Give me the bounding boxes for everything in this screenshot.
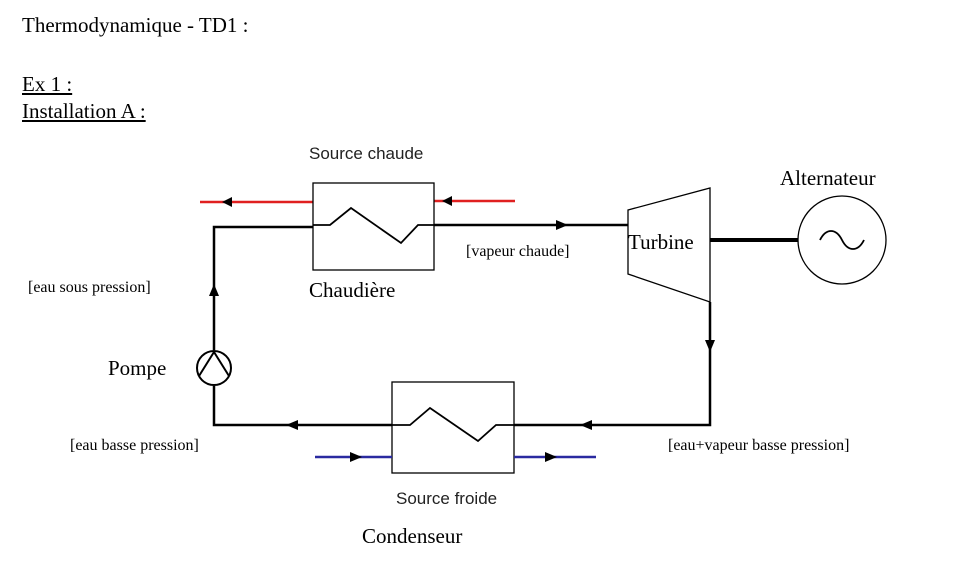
label-vapeur-chaude: [vapeur chaude] xyxy=(466,243,570,260)
condenser-exchanger xyxy=(391,381,515,474)
label-source-chaude: Source chaude xyxy=(309,144,423,163)
pump-symbol xyxy=(196,350,232,386)
label-eau-vapeur-basse-pression: [eau+vapeur basse pression] xyxy=(668,437,849,454)
installation-heading: Installation A : xyxy=(22,99,146,123)
label-turbine: Turbine xyxy=(628,230,694,254)
label-pompe: Pompe xyxy=(108,356,166,380)
label-alternateur: Alternateur xyxy=(780,166,876,190)
flow-arrows xyxy=(209,220,715,430)
label-chaudiere: Chaudière xyxy=(309,278,395,302)
label-eau-basse-pression: [eau basse pression] xyxy=(70,437,199,454)
cold-source-line xyxy=(315,452,596,462)
document-title: Thermodynamique - TD1 : xyxy=(22,13,249,37)
alternator-symbol xyxy=(797,195,887,285)
label-source-froide: Source froide xyxy=(396,489,497,508)
label-eau-sous-pression: [eau sous pression] xyxy=(28,279,151,296)
turbine-shape xyxy=(627,187,711,303)
label-condenseur: Condenseur xyxy=(362,524,462,548)
circuit-lines xyxy=(212,223,712,427)
hot-source-line xyxy=(200,196,515,207)
exercise-heading: Ex 1 : xyxy=(22,72,73,96)
boiler-exchanger xyxy=(312,182,435,271)
